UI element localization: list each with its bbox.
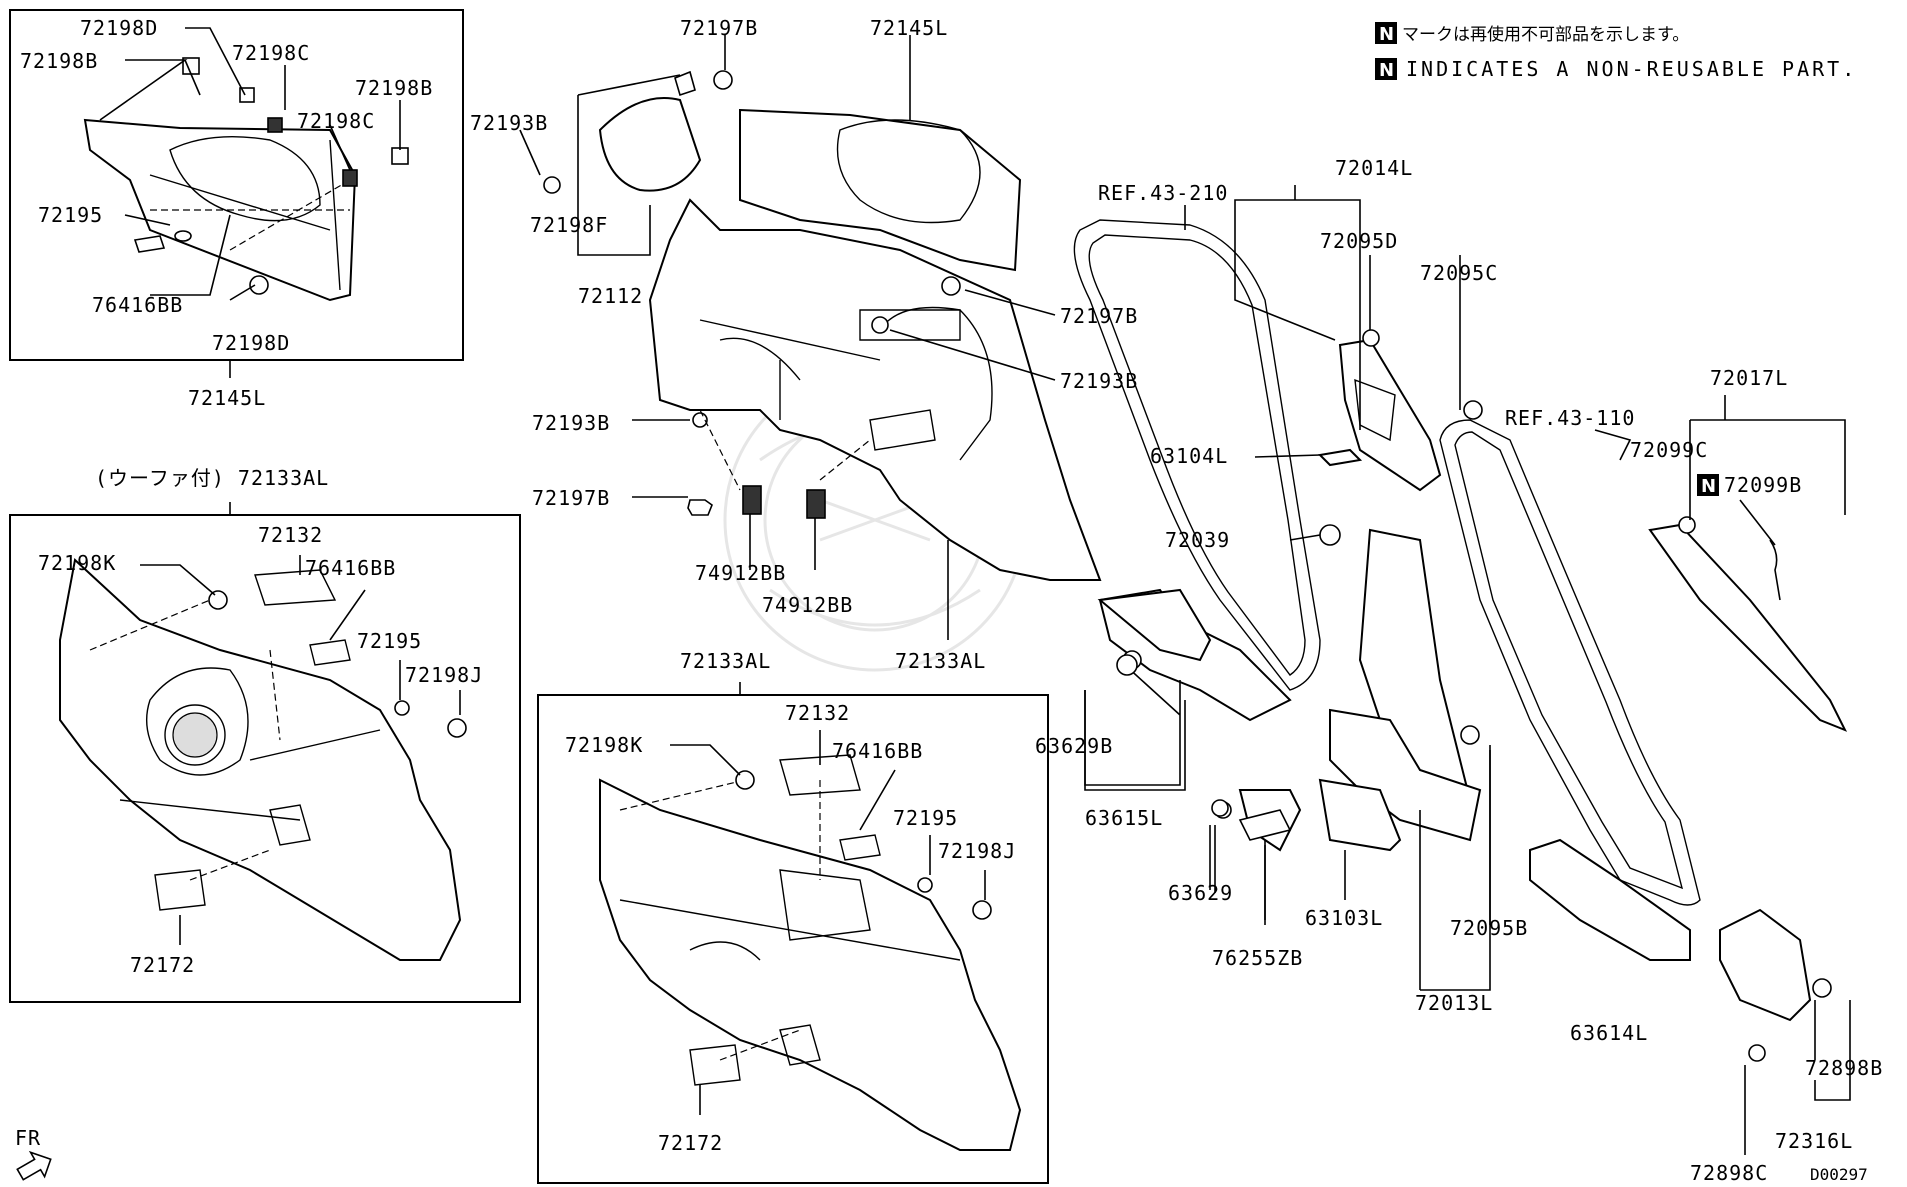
part-label: 72193B — [532, 411, 610, 435]
part-label: REF.43-210 — [1098, 181, 1228, 205]
non-reusable-legend: N マークは再使用不可部品を示します。 N INDICATES A NON-RE… — [1375, 22, 1857, 81]
part-label: 72198B — [355, 76, 433, 100]
part-label: 63614L — [1570, 1021, 1648, 1045]
part-label: 72197B — [680, 16, 758, 40]
part-label: 72095C — [1420, 261, 1498, 285]
part-label: 72898C — [1690, 1161, 1768, 1185]
part-label: 76416BB — [305, 556, 396, 580]
part-label: 72039 — [1165, 528, 1230, 552]
n-badge-letter: N — [1379, 24, 1394, 45]
part-label: 72197B — [532, 486, 610, 510]
front-direction-label: FR — [15, 1126, 41, 1150]
part-label: 63615L — [1085, 806, 1163, 830]
front-direction: FR — [15, 1126, 52, 1181]
part-label: 72112 — [578, 284, 643, 308]
quarter-box-leaders — [670, 682, 986, 1115]
part-label: 76416BB — [92, 293, 183, 317]
n-badge-letter: N — [1701, 476, 1716, 497]
legend-note-en: INDICATES A NON-REUSABLE PART. — [1406, 57, 1857, 81]
part-label: 72193B — [1060, 369, 1138, 393]
part-label: 72172 — [130, 953, 195, 977]
woofer-trim-box — [9, 514, 521, 1003]
n-badge-72099b: N — [1697, 474, 1719, 497]
part-label: 74912BB — [695, 561, 786, 585]
part-label: 72013L — [1415, 991, 1493, 1015]
part-label: 72014L — [1335, 156, 1413, 180]
part-label: 72145L — [870, 16, 948, 40]
n-badge-icon — [1375, 58, 1397, 80]
part-label: 72099C — [1630, 438, 1708, 462]
part-label: 72095B — [1450, 916, 1528, 940]
upper-center-trim — [543, 70, 1102, 581]
part-label: 72195 — [38, 203, 103, 227]
part-label: 72132 — [258, 523, 323, 547]
part-label: 72198F — [530, 213, 608, 237]
part-label: 72195 — [357, 629, 422, 653]
part-label: 63103L — [1305, 906, 1383, 930]
part-label: 72198K — [38, 551, 116, 575]
part-label: 76416BB — [832, 739, 923, 763]
n-badge-letter: N — [1379, 60, 1394, 81]
part-label: 72198D — [212, 331, 290, 355]
part-label: 72095D — [1320, 229, 1398, 253]
upper-trim-box — [9, 9, 464, 361]
part-label: 63629 — [1168, 881, 1233, 905]
upper-center-leaders — [519, 35, 1056, 640]
weatherstrip-rear — [1073, 219, 1321, 691]
part-label: 72132 — [785, 701, 850, 725]
center-leaders — [1084, 185, 1491, 991]
part-label: 72133AL — [680, 649, 771, 673]
part-label: 72198C — [297, 109, 375, 133]
part-label: 72198C — [232, 41, 310, 65]
center-pillar-trim — [1098, 329, 1483, 852]
part-label: (ウーファ付) 72133AL — [95, 466, 329, 490]
part-label: 74912BB — [762, 593, 853, 617]
part-label: 72197B — [1060, 304, 1138, 328]
n-badge-icon — [1375, 22, 1397, 44]
center-lower-parts — [1084, 588, 1292, 925]
weatherstrip-front — [1439, 419, 1701, 906]
part-label: 63104L — [1150, 444, 1228, 468]
part-label: 72145L — [188, 386, 266, 410]
woofer-box-leaders — [140, 502, 461, 945]
part-label: 72193B — [470, 111, 548, 135]
part-label: 72133AL — [895, 649, 986, 673]
n-badge-icon — [1697, 474, 1719, 496]
part-label: 72172 — [658, 1131, 723, 1155]
part-label: 72198K — [565, 733, 643, 757]
quarter-trim-box — [537, 694, 1049, 1184]
part-label: 72195 — [893, 806, 958, 830]
part-label: 72099B — [1724, 473, 1802, 497]
part-label: REF.43-110 — [1505, 406, 1635, 430]
part-label: 72017L — [1710, 366, 1788, 390]
part-label: 72898B — [1805, 1056, 1883, 1080]
part-label: 63629B — [1035, 734, 1113, 758]
part-labels: 72198D 72198B 72198C 72198B 72198C 72195… — [20, 16, 1883, 1185]
right-sill-and-trim — [1529, 516, 1848, 1062]
upper-box-leaders — [99, 27, 401, 378]
part-label: 76255ZB — [1212, 946, 1303, 970]
legend-note-jp: マークは再使用不可部品を示します。 — [1402, 24, 1689, 45]
part-label: 72198D — [80, 16, 158, 40]
front-arrow-icon — [16, 1150, 52, 1181]
part-label: 72198J — [938, 839, 1016, 863]
part-label: 72316L — [1775, 1129, 1853, 1153]
part-label: 72198J — [405, 663, 483, 687]
right-leaders — [1594, 395, 1851, 1155]
part-label: 72198B — [20, 49, 98, 73]
diagram-id: D00297 — [1810, 1165, 1868, 1184]
